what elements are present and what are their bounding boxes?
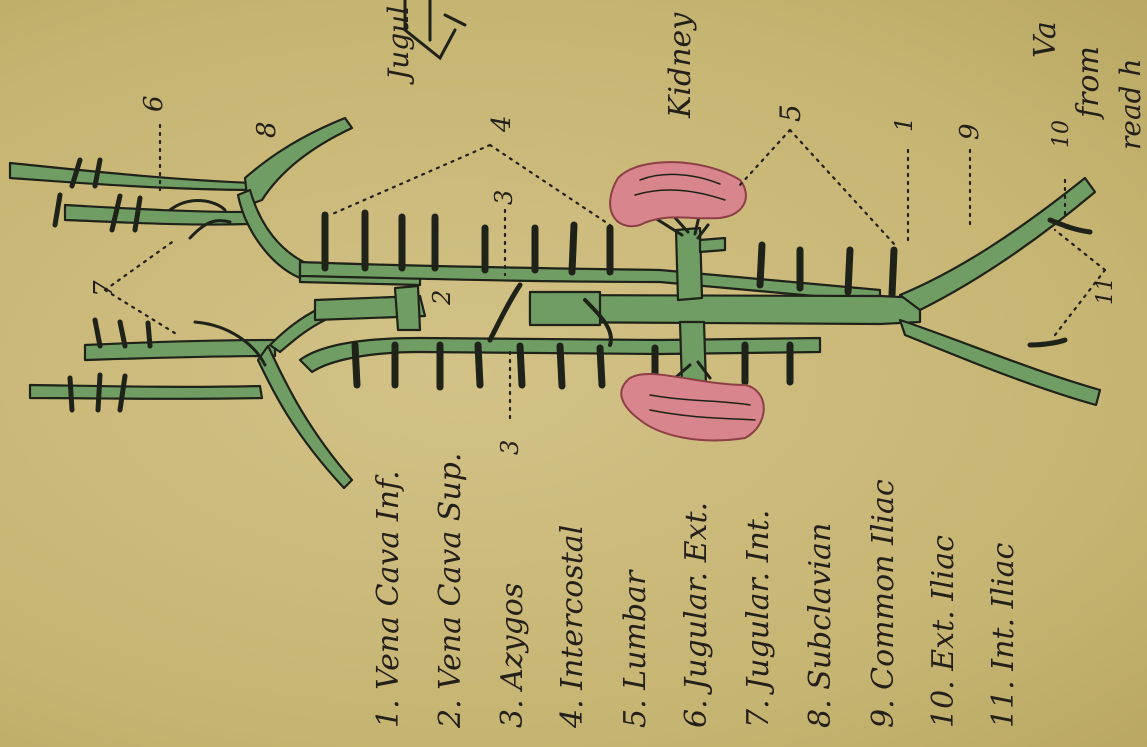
legend-item-2: 2. Vena Cava Sup. (433, 453, 468, 729)
vena-cava-inferior (530, 292, 920, 345)
label-10: 10 (1049, 120, 1074, 148)
upper-vein-tree (10, 118, 352, 278)
label-3-lower: 3 (496, 440, 524, 455)
legend-item-1: 1. Vena Cava Inf. (371, 470, 406, 728)
legend-item-6: 6. Jugular. Ext. (679, 502, 714, 728)
label-1: 1 (890, 117, 918, 132)
fragment-from: from (1071, 46, 1106, 120)
label-9: 9 (955, 123, 985, 140)
label-7: 7 (89, 280, 119, 297)
lower-vein-tree (30, 308, 352, 488)
label-4: 4 (487, 115, 517, 133)
legend-item-5: 5. Lumbar (618, 569, 653, 728)
fragment-va: Va (1028, 21, 1063, 58)
legend-item-3: 3. Azygos (495, 583, 530, 728)
legend-item-10: 10. Ext. Iliac (926, 535, 961, 728)
legend: 1. Vena Cava Inf. 2. Vena Cava Sup. 3. A… (371, 453, 1021, 729)
legend-item-7: 7. Jugular. Int. (741, 510, 776, 728)
label-6: 6 (139, 95, 169, 112)
label-5: 5 (774, 104, 807, 122)
label-kidney: Kidney (663, 12, 698, 119)
label-3-upper: 3 (490, 190, 518, 205)
legend-item-11: 11. Int. Iliac (986, 543, 1021, 728)
fragment-read: read h (1114, 58, 1147, 150)
fragment-jugul: Jugul (382, 6, 415, 85)
legend-item-9: 9. Common Iliac (866, 479, 901, 728)
label-11: 11 (1093, 277, 1118, 305)
kidney-lower (621, 374, 763, 440)
kidney-upper (610, 162, 746, 226)
iliac-veins (900, 178, 1100, 405)
azygos-vein (0, 0, 880, 302)
label-8: 8 (252, 121, 282, 138)
label-2: 2 (428, 290, 456, 306)
legend-item-4: 4. Intercostal (555, 525, 590, 729)
legend-item-8: 8. Subclavian (803, 523, 838, 728)
